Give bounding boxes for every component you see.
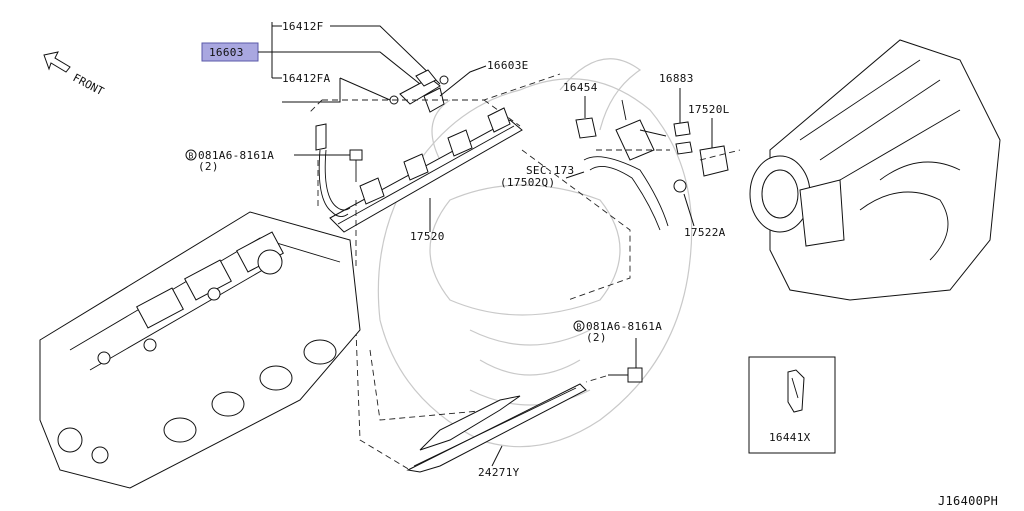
part-label-16441X[interactable]: 16441X: [769, 431, 811, 444]
part-label-16412F[interactable]: 16412F: [282, 20, 324, 33]
valve-16883[interactable]: [673, 121, 693, 155]
part-label-16412FA[interactable]: 16412FA: [282, 72, 331, 85]
part-label-bolt-081A6-8161A-2[interactable]: 081A6-8161A: [586, 320, 662, 333]
part-label-16883[interactable]: 16883: [659, 72, 694, 85]
part-label-17520L[interactable]: 17520L: [688, 103, 730, 116]
sec173-label[interactable]: SEC.173: [526, 164, 574, 177]
diagram-code: J16400PH: [938, 494, 998, 508]
bracket-17520L[interactable]: [699, 145, 729, 177]
bolt-icon-2: B: [573, 320, 585, 332]
part-label-16603E[interactable]: 16603E: [487, 59, 529, 72]
fuel-rail-17520[interactable]: [315, 107, 523, 233]
part-label-16454[interactable]: 16454: [563, 81, 598, 94]
part-label-24271Y[interactable]: 24271Y: [478, 466, 520, 479]
bolt-symbol-1: B: [189, 152, 194, 161]
cylinder-head: [39, 211, 361, 489]
heat-shield-24271Y[interactable]: [406, 383, 587, 473]
part-label-bolt-081A6-8161A[interactable]: 081A6-8161A: [198, 149, 274, 162]
clip-16441X[interactable]: [787, 369, 805, 413]
part-label-16603[interactable]: 16603: [209, 46, 244, 59]
bolt-081A6-8161A[interactable]: [349, 149, 363, 182]
fuel-injector-16603[interactable]: [389, 69, 449, 113]
front-label: FRONT: [71, 71, 107, 98]
part-label-bolt-qty-2: (2): [586, 331, 607, 344]
part-label-bolt-qty: (2): [198, 160, 219, 173]
bolt-icon: B: [185, 149, 197, 161]
intake-manifold: [749, 39, 1001, 301]
part-label-17522A[interactable]: 17522A: [684, 226, 726, 239]
watermark-emblem: [377, 58, 693, 448]
front-arrow-icon: [43, 51, 71, 73]
bolt-symbol-2: B: [577, 323, 582, 332]
fuel-hose[interactable]: [583, 99, 669, 231]
bolt-081A6-8161A-2[interactable]: [608, 367, 643, 383]
bolt-17522A[interactable]: [673, 179, 687, 193]
sec173-sub-label: (17502Q): [500, 176, 555, 189]
part-label-17520[interactable]: 17520: [410, 230, 445, 243]
clip-16454[interactable]: [575, 117, 597, 139]
